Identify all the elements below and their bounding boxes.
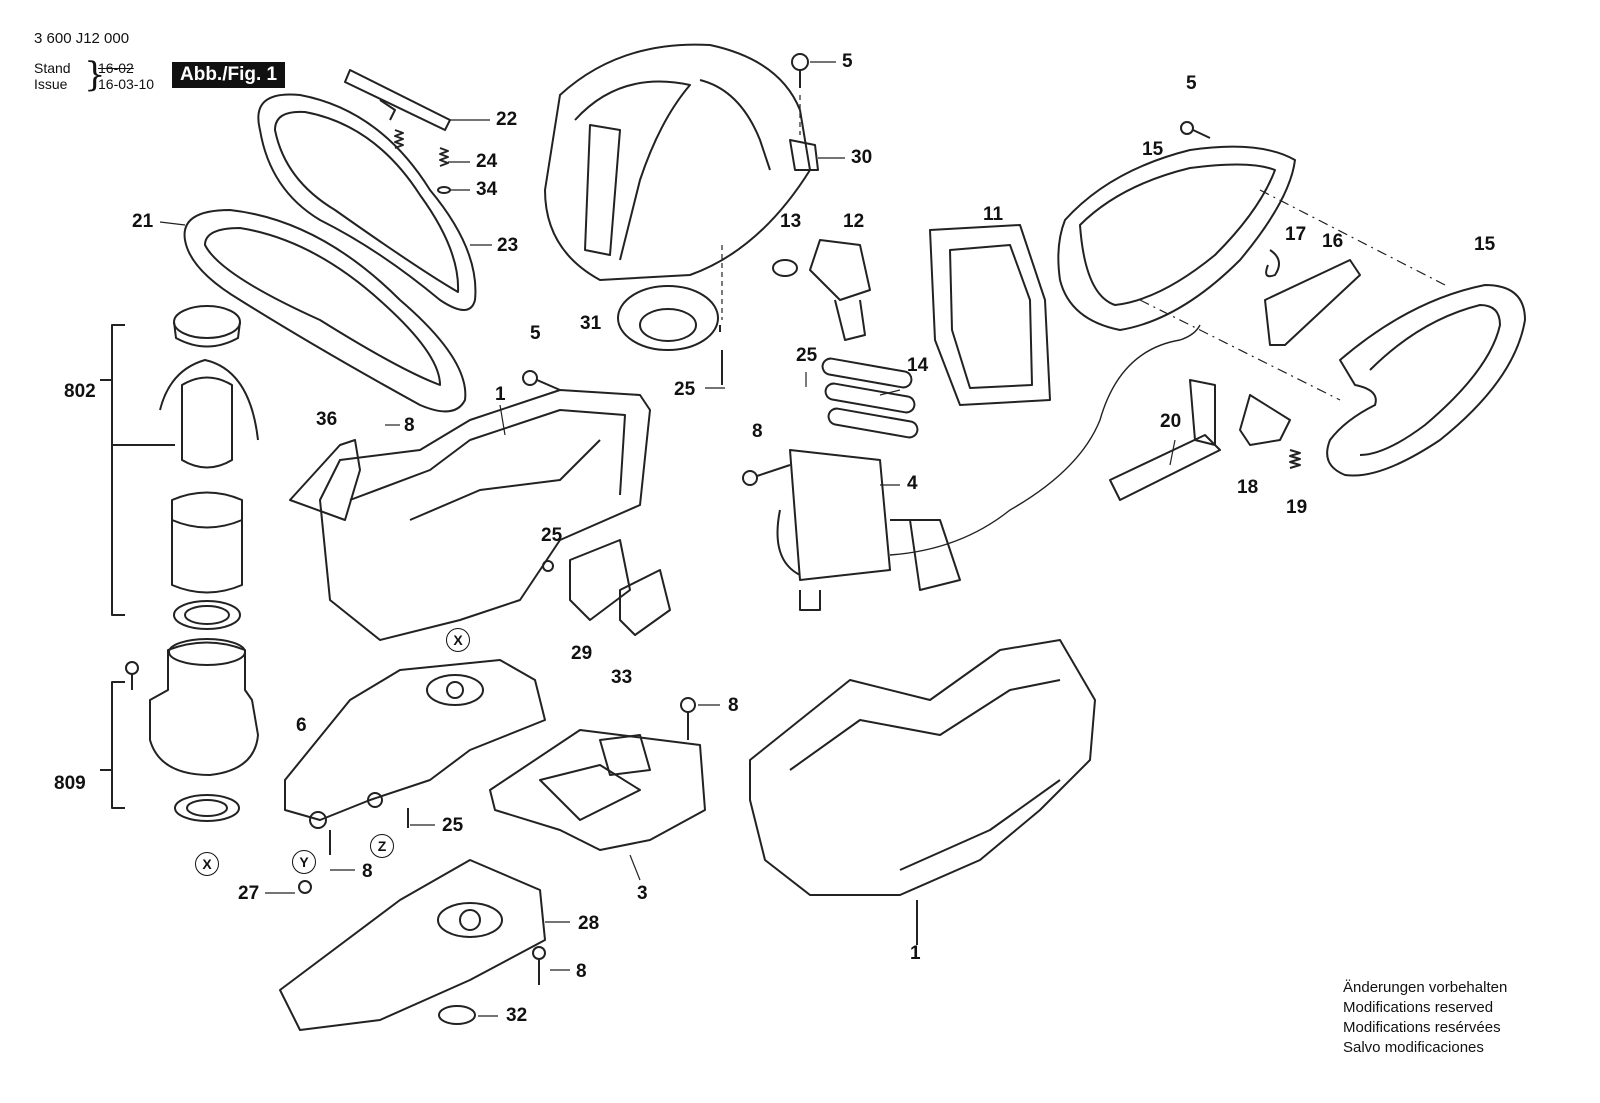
callout-15: 15 (1142, 139, 1164, 160)
control-panel-3-part (489, 729, 706, 851)
handle-half-15b-part (1326, 284, 1526, 477)
switch-18-part (1239, 394, 1291, 446)
callout-24: 24 (476, 151, 498, 172)
plate-12-part (809, 239, 871, 301)
seal-32-part (438, 1005, 476, 1025)
callout-16: 16 (1322, 231, 1344, 252)
gear-housing-809-part (149, 641, 259, 776)
stand-date-old: 16-02 (98, 60, 134, 76)
callout-32: 32 (506, 1005, 528, 1026)
spring-17-part (1265, 249, 1280, 278)
callout-5: 5 (842, 51, 853, 72)
reference-y-circle: Y (292, 850, 316, 874)
base-plate-6-part (284, 659, 546, 821)
callout-20: 20 (1160, 411, 1182, 432)
callout-8: 8 (576, 961, 587, 982)
callout-17: 17 (1285, 224, 1307, 245)
callout-31: 31 (580, 313, 602, 334)
callout-1: 1 (495, 384, 506, 405)
note-fr: Modifications resérvées (1343, 1019, 1501, 1036)
drawing-header: 3 600 J12 000 Stand Issue } 16-02 16-03-… (34, 30, 334, 100)
callout-28: 28 (578, 913, 600, 934)
part-number: 3 600 J12 000 (34, 30, 130, 47)
callout-30: 30 (851, 147, 873, 168)
callout-21: 21 (132, 211, 154, 232)
label-36-part (289, 439, 361, 521)
spring-13-part (772, 259, 798, 277)
callout-25: 25 (796, 345, 818, 366)
callout-29: 29 (571, 643, 593, 664)
figure-label: Abb./Fig. 1 (172, 62, 286, 88)
callout-11: 11 (983, 204, 1004, 225)
callout-12: 12 (843, 211, 865, 232)
callout-25: 25 (541, 525, 563, 546)
handle-ring-21-part (183, 209, 467, 413)
callout-23: 23 (497, 235, 519, 256)
callout-22: 22 (496, 109, 518, 130)
motor-802-part (181, 376, 233, 469)
issue-labels: Stand Issue (34, 60, 71, 92)
callout-27: 27 (238, 883, 260, 904)
holder-29-part (569, 539, 631, 621)
brace-icon: } (84, 55, 106, 95)
bracket-20-part (1109, 434, 1221, 501)
callout-25: 25 (442, 815, 464, 836)
callout-8: 8 (728, 695, 739, 716)
callout-15: 15 (1474, 234, 1496, 255)
lever-16-part (1264, 259, 1361, 346)
callout-8: 8 (404, 415, 415, 436)
issue-label: Issue (34, 76, 68, 92)
bracket-22-part (344, 69, 451, 131)
fan-802-part (173, 305, 241, 339)
callout-33: 33 (611, 667, 633, 688)
callout-5: 5 (530, 323, 541, 344)
callout-8: 8 (752, 421, 763, 442)
callout-8: 8 (362, 861, 373, 882)
clip-30-part (789, 139, 819, 171)
callout-809: 809 (54, 773, 86, 794)
callout-4: 4 (907, 473, 918, 494)
note-de: Änderungen vorbehalten (1343, 979, 1508, 996)
callout-13: 13 (780, 211, 802, 232)
callout-14: 14 (907, 355, 929, 376)
electronics-4-part (789, 449, 891, 581)
housing-1-left-part (319, 389, 651, 641)
reference-x-circle: X (195, 852, 219, 876)
note-es: Salvo modificaciones (1343, 1039, 1484, 1056)
callout-19: 19 (1286, 497, 1308, 518)
callout-802: 802 (64, 381, 96, 402)
handle-half-15a-part (1057, 145, 1296, 331)
pad-14-part (821, 357, 913, 389)
callout-5: 5 (1186, 73, 1197, 94)
callout-6: 6 (296, 715, 307, 736)
callout-25: 25 (674, 379, 696, 400)
stand-date-new: 16-03-10 (98, 76, 155, 92)
note-en: Modifications reserved (1343, 999, 1494, 1016)
issue-dates: 16-02 16-03-10 (98, 60, 154, 92)
fan-31-part (617, 285, 719, 351)
reference-z-circle: Z (370, 834, 394, 858)
modification-notes: Änderungen vorbehalten Modifications res… (1343, 978, 1507, 1058)
spring-19-part (1289, 449, 1301, 469)
callout-3: 3 (637, 883, 648, 904)
handle-bow-23-part (257, 93, 477, 311)
sleeve-802-part (171, 491, 243, 594)
gear-cover-28-part (279, 859, 546, 1031)
reference-x-circle: X (446, 628, 470, 652)
callout-34: 34 (476, 179, 498, 200)
callout-1: 1 (910, 943, 921, 964)
callout-18: 18 (1237, 477, 1259, 498)
housing-1-right-part (749, 639, 1096, 896)
board-11-part (929, 224, 1051, 406)
holder-33-part (619, 569, 671, 636)
callout-36: 36 (316, 409, 338, 430)
stand-label: Stand (34, 60, 71, 76)
